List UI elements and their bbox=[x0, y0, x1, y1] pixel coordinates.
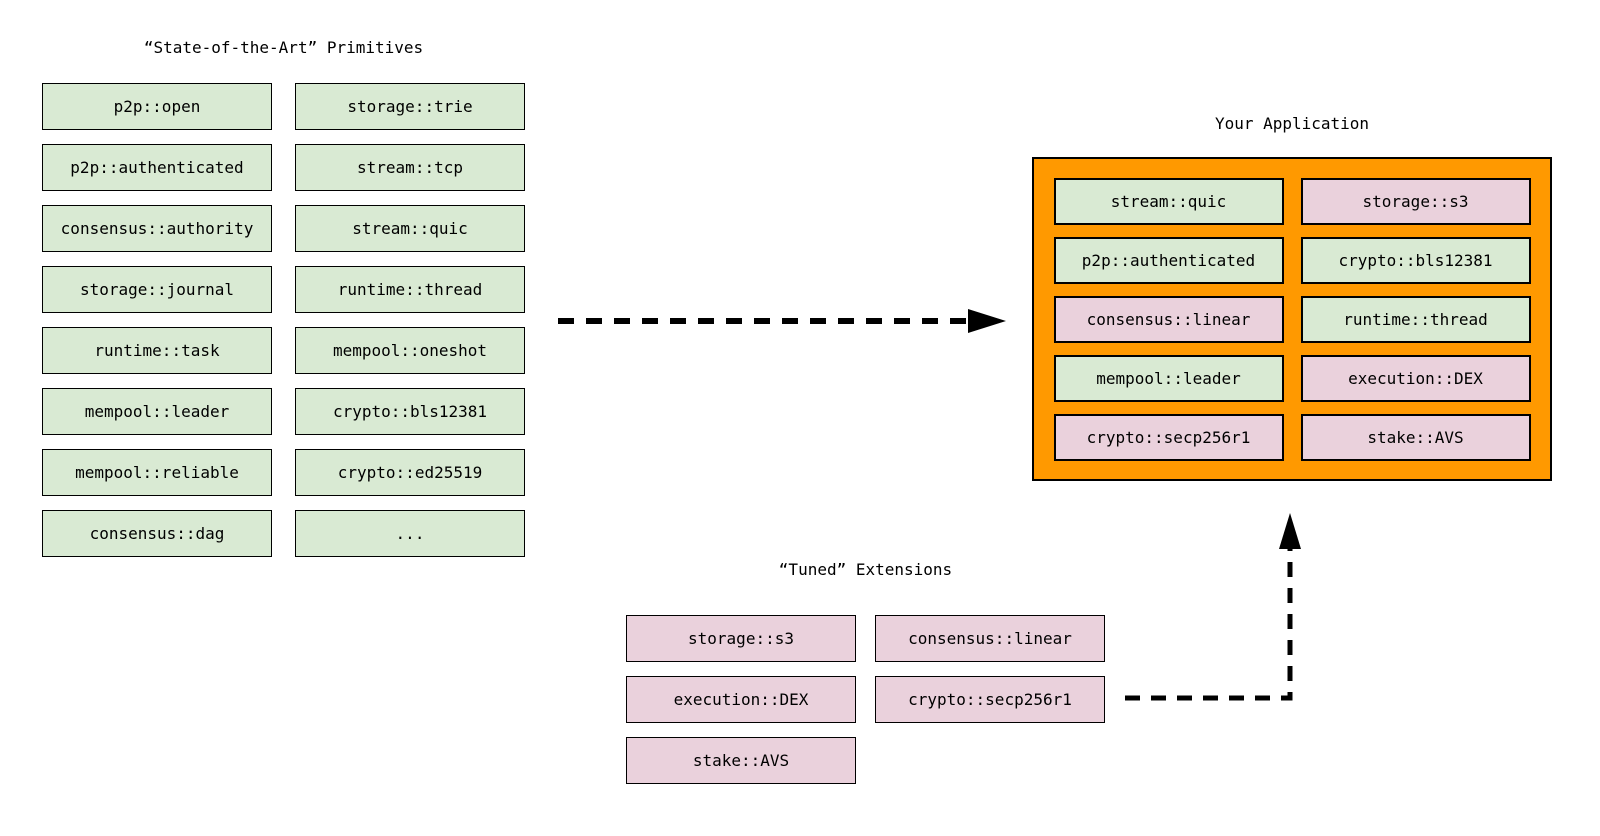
application-module: storage::s3 bbox=[1300, 177, 1531, 225]
application-module: crypto::bls12381 bbox=[1300, 236, 1531, 284]
primitive-box: mempool::oneshot bbox=[295, 327, 525, 374]
extension-box: crypto::secp256r1 bbox=[875, 676, 1105, 723]
extensions-to-application-arrow bbox=[1125, 513, 1301, 701]
primitives-column-1: p2p::open p2p::authenticated consensus::… bbox=[42, 83, 272, 557]
primitive-box: runtime::thread bbox=[295, 266, 525, 313]
extension-box: execution::DEX bbox=[626, 676, 856, 723]
extensions-title: “Tuned” Extensions bbox=[778, 560, 953, 579]
dashed-elbow-line bbox=[1125, 547, 1293, 701]
primitive-box: stream::tcp bbox=[295, 144, 525, 191]
extension-box: storage::s3 bbox=[626, 615, 856, 662]
primitives-title: “State-of-the-Art” Primitives bbox=[143, 38, 424, 57]
application-module: execution::DEX bbox=[1300, 354, 1531, 402]
application-title: Your Application bbox=[1214, 114, 1370, 133]
extension-box: stake::AVS bbox=[626, 737, 856, 784]
primitive-box: crypto::ed25519 bbox=[295, 449, 525, 496]
application-module: runtime::thread bbox=[1300, 295, 1531, 343]
application-module: p2p::authenticated bbox=[1053, 236, 1284, 284]
arrowhead-icon bbox=[968, 309, 1006, 333]
application-module: crypto::secp256r1 bbox=[1053, 413, 1284, 461]
primitive-box: runtime::task bbox=[42, 327, 272, 374]
primitive-box: consensus::authority bbox=[42, 205, 272, 252]
primitive-box: ... bbox=[295, 510, 525, 557]
primitives-to-application-arrow bbox=[558, 309, 1006, 333]
primitives-column-2: storage::trie stream::tcp stream::quic r… bbox=[295, 83, 525, 557]
primitive-box: p2p::authenticated bbox=[42, 144, 272, 191]
primitive-box: consensus::dag bbox=[42, 510, 272, 557]
application-module: mempool::leader bbox=[1053, 354, 1284, 402]
primitive-box: p2p::open bbox=[42, 83, 272, 130]
arrowhead-up-icon bbox=[1279, 513, 1301, 549]
extensions-column-2: consensus::linear crypto::secp256r1 bbox=[875, 615, 1105, 723]
application-module: stream::quic bbox=[1053, 177, 1284, 225]
application-module: consensus::linear bbox=[1053, 295, 1284, 343]
extensions-column-1: storage::s3 execution::DEX stake::AVS bbox=[626, 615, 856, 784]
primitive-box: storage::journal bbox=[42, 266, 272, 313]
primitive-box: crypto::bls12381 bbox=[295, 388, 525, 435]
extension-box: consensus::linear bbox=[875, 615, 1105, 662]
primitive-box: stream::quic bbox=[295, 205, 525, 252]
primitive-box: storage::trie bbox=[295, 83, 525, 130]
application-container: stream::quic storage::s3 p2p::authentica… bbox=[1032, 157, 1552, 481]
application-module: stake::AVS bbox=[1300, 413, 1531, 461]
primitive-box: mempool::reliable bbox=[42, 449, 272, 496]
primitive-box: mempool::leader bbox=[42, 388, 272, 435]
